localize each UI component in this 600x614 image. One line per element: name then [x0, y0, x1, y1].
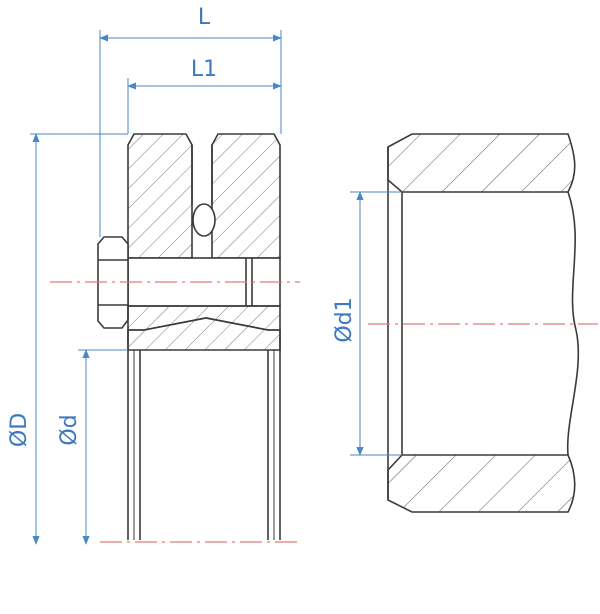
centerlines-left — [50, 281, 300, 543]
oval-hole — [192, 203, 216, 237]
label-hub-bore-diameter: Ød1 — [332, 297, 357, 342]
hub-bottom-wall — [387, 454, 576, 513]
ring-slot — [191, 145, 213, 205]
left-clamp-ring — [127, 133, 193, 259]
dimensions — [30, 30, 402, 545]
hub-break-line — [566, 191, 580, 456]
label-L: L — [198, 5, 211, 30]
label-bore-diameter: Ød — [57, 414, 82, 445]
inner-ring-base — [127, 317, 281, 351]
right-clamp-ring — [211, 133, 281, 259]
hub-top-wall — [387, 133, 576, 193]
locking-assembly-section — [97, 133, 281, 540]
hub-section — [387, 133, 580, 513]
label-L1: L1 — [191, 57, 217, 82]
label-outer-diameter: ØD — [7, 413, 32, 447]
